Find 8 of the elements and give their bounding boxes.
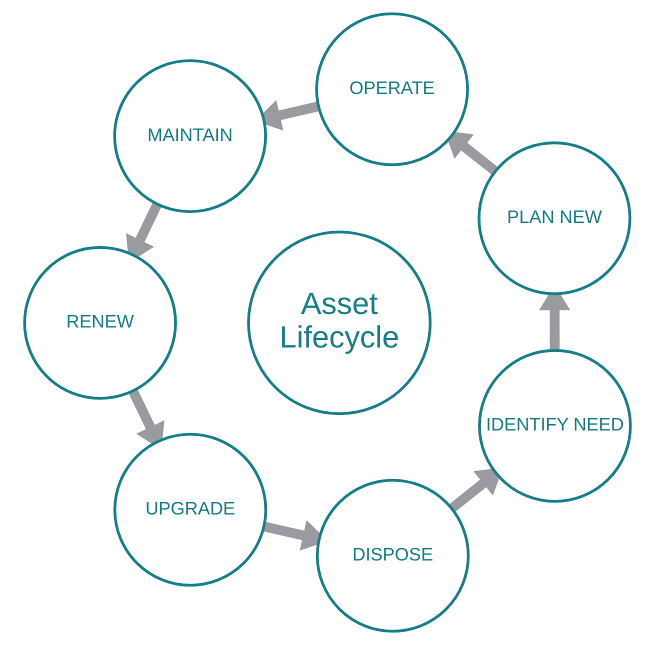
- node-circle: DISPOSE: [315, 478, 470, 633]
- node-circle: RENEW: [22, 246, 176, 400]
- node-circle: Asset Lifecycle: [246, 230, 432, 416]
- node-circle: PLAN NEW: [477, 141, 631, 296]
- node-circle: UPGRADE: [112, 432, 267, 587]
- node-circle: MAINTAIN: [112, 59, 266, 213]
- node-circle: OPERATE: [314, 12, 468, 166]
- node-circle: IDENTIFY NEED: [478, 349, 632, 503]
